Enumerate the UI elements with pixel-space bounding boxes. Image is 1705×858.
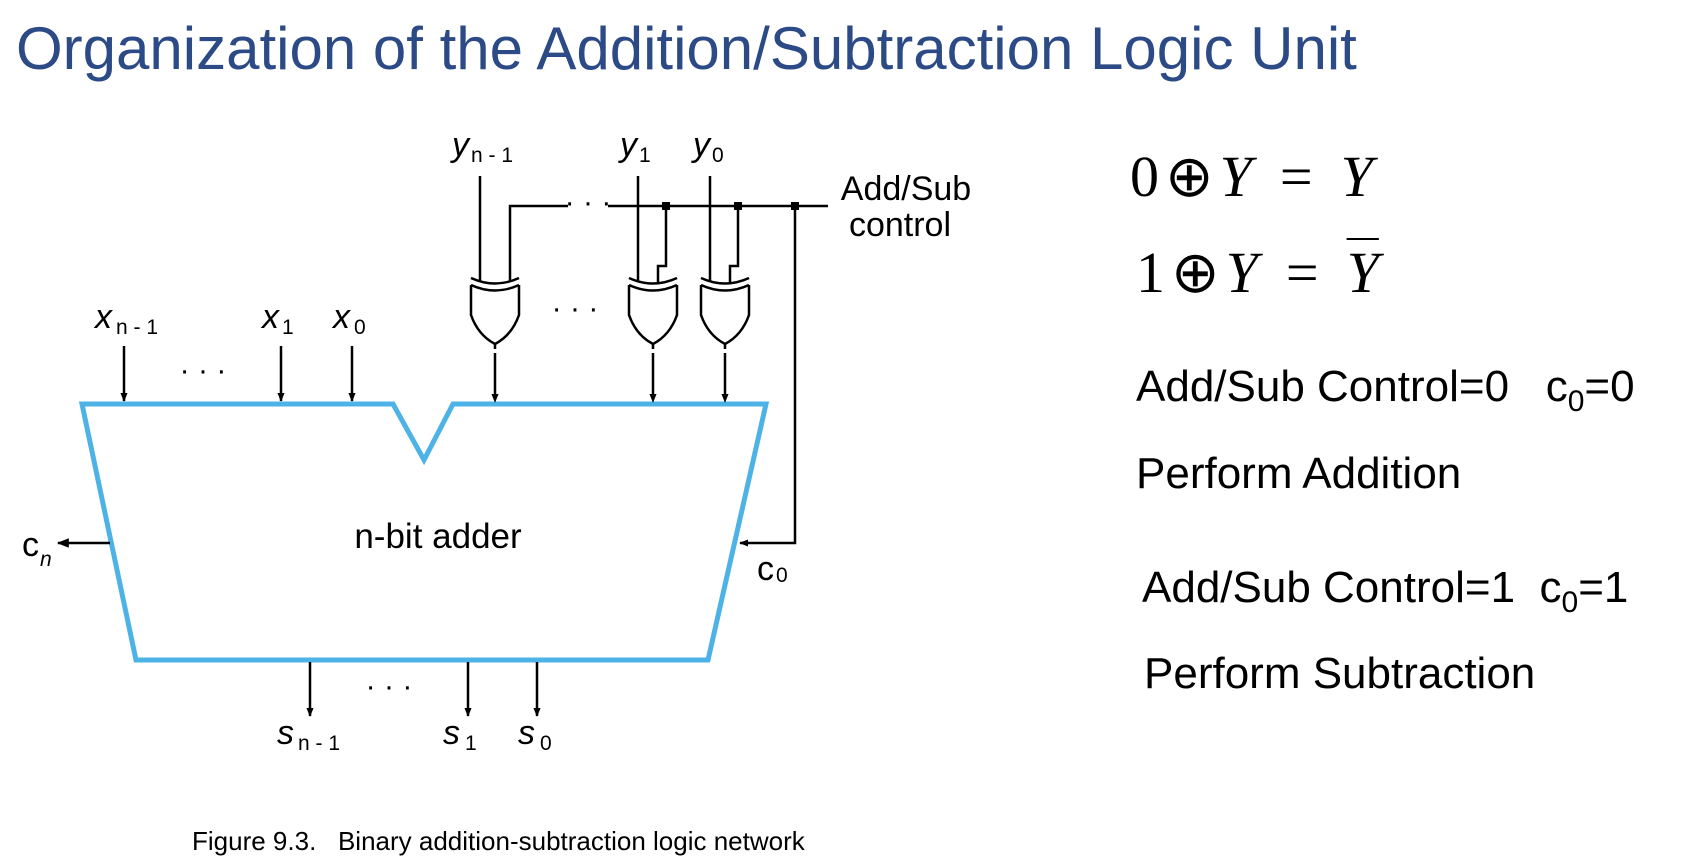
rule-add-action: Perform Addition [1136, 449, 1462, 498]
control-label-line2: control [849, 206, 951, 244]
svg-text:c: c [757, 550, 774, 588]
label-y-n-1: y n - 1 [450, 126, 513, 167]
x-input-arrows [120, 346, 356, 402]
label-s-1: s 1 [443, 714, 477, 755]
control-junctions [662, 202, 799, 210]
equation-xor-one: 1⊕Y=Y [1136, 240, 1379, 305]
svg-text:s: s [443, 714, 460, 752]
control-dots: · · · [565, 186, 612, 219]
label-x-n-1: x n - 1 [93, 298, 158, 339]
svg-text:s: s [277, 714, 294, 752]
svg-text:n - 1: n - 1 [298, 732, 340, 755]
svg-text:1: 1 [465, 732, 477, 755]
label-x-0: x 0 [331, 298, 366, 339]
svg-text:y: y [450, 126, 471, 164]
xor-gate-1 [627, 276, 679, 346]
label-y-1: y 1 [618, 126, 651, 167]
svg-text:y: y [691, 126, 712, 164]
label-s-0: s 0 [518, 714, 552, 755]
rule-sub-action: Perform Subtraction [1144, 649, 1536, 698]
figure-caption: Figure 9.3. Binary addition-subtraction … [192, 826, 805, 856]
svg-text:x: x [260, 298, 280, 336]
svg-text:y: y [618, 126, 639, 164]
svg-text:n - 1: n - 1 [116, 316, 158, 339]
svg-text:s: s [518, 714, 535, 752]
label-x-1: x 1 [260, 298, 294, 339]
xor-gate-0 [699, 276, 751, 346]
y-complement: Y [1346, 240, 1379, 305]
adder-block [78, 401, 770, 663]
xor-output-arrows [491, 344, 729, 403]
adder-subtractor-diagram: n-bit adder · · · Add/Sub control · · · [22, 126, 971, 755]
sum-output-dots: · · · [366, 670, 413, 703]
svg-text:0: 0 [712, 144, 724, 167]
svg-text:n: n [40, 548, 52, 571]
xor-gate-dots: · · · [552, 292, 599, 325]
svg-text:x: x [331, 298, 351, 336]
xor-gate-n-1 [469, 276, 521, 346]
rule-sub-control: Add/Sub Control=1 c0=1 [1142, 563, 1629, 619]
svg-text:0: 0 [776, 564, 788, 587]
svg-text:1: 1 [639, 144, 651, 167]
label-carry-out: c n [22, 526, 52, 571]
svg-text:c: c [22, 526, 39, 564]
svg-text:n - 1: n - 1 [471, 144, 513, 167]
svg-text:0: 0 [540, 732, 552, 755]
label-carry-in: c 0 [757, 550, 788, 588]
equation-xor-zero: 0⊕Y=Y [1130, 144, 1373, 209]
svg-text:1: 1 [282, 316, 294, 339]
label-y-0: y 0 [691, 126, 724, 167]
control-label-line1: Add/Sub [841, 170, 971, 208]
control-wiring [508, 204, 828, 547]
rule-add-control: Add/Sub Control=0 c0=0 [1136, 362, 1635, 418]
x-input-dots: · · · [180, 354, 227, 387]
page-title: Organization of the Addition/Subtraction… [16, 15, 1357, 82]
svg-text:0: 0 [354, 316, 366, 339]
adder-label: n-bit adder [354, 517, 522, 556]
label-s-n-1: s n - 1 [277, 714, 340, 755]
sum-output-arrows [306, 662, 541, 717]
svg-text:x: x [93, 298, 113, 336]
y-input-wires [478, 176, 712, 282]
